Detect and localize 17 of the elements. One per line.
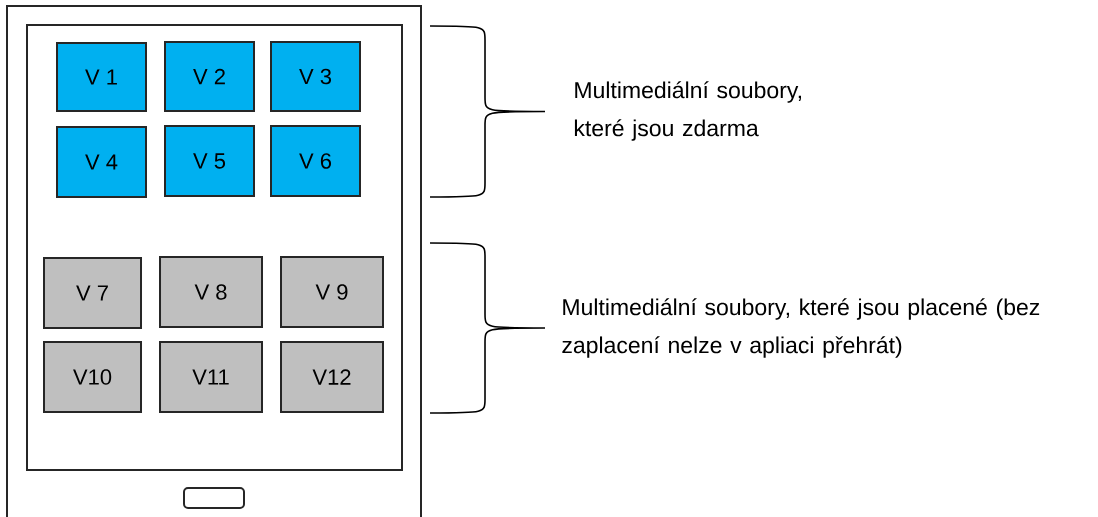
video-tile: V 8 [159,256,263,328]
video-tile: V 4 [56,126,147,198]
video-tile: V 6 [270,125,361,197]
video-tile: V 7 [43,257,142,329]
video-tile: V12 [280,341,384,413]
home-button [183,487,245,509]
video-tile: V 5 [164,125,255,197]
video-tile: V 3 [270,41,361,112]
video-tile: V11 [159,341,263,413]
annotation-text: Multimediální soubory, které jsou zdarma [574,81,801,141]
video-tile: V 2 [164,41,255,112]
annotation-text: Multimediální soubory, které jsou placené (bez zaplacení nelze v apliaci přehrát) [562,298,1040,358]
tablet-frame [6,5,422,517]
video-tile: V 9 [280,256,384,328]
screen [26,24,403,471]
video-tile: V10 [43,341,142,413]
video-tile: V 1 [56,42,147,112]
